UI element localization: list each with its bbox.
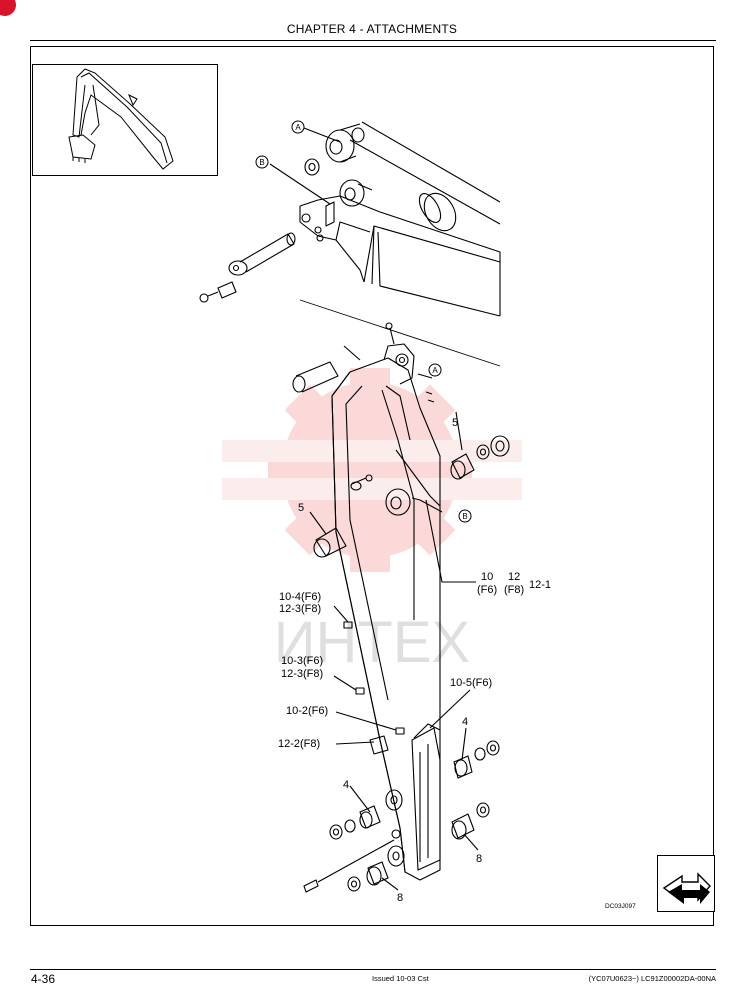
label-f6: (F6) [477, 584, 497, 596]
watermark-text: ИНТЕХ [274, 610, 470, 675]
label-8-bottom: 8 [397, 892, 403, 904]
watermark-gear [222, 368, 522, 572]
label-10: 10 [481, 571, 493, 583]
callout-a-top: A [295, 123, 301, 132]
callout-b-side: B [462, 512, 467, 521]
callout-b-top: B [259, 158, 264, 167]
label-10-4: 10-4(F6) [279, 591, 321, 603]
document-code: (YC07U0623~) LC91Z00002DA-00NA [588, 974, 716, 983]
label-12: 12 [508, 571, 520, 583]
callout-a-side: A [432, 366, 438, 375]
page-number: 4-36 [31, 972, 56, 986]
label-10-3: 10-3(F6) [281, 655, 323, 667]
label-4-left: 4 [343, 779, 349, 791]
drawing-id: DC03J097 [605, 903, 636, 910]
label-12-3a: 12-3(F8) [279, 603, 321, 615]
label-12-2: 12-2(F8) [278, 738, 320, 750]
label-f8: (F8) [504, 584, 524, 596]
label-10-2: 10-2(F6) [286, 705, 328, 717]
page-header: CHAPTER 4 - ATTACHMENTS [286, 22, 458, 36]
next-page-arrow-icon[interactable] [657, 855, 715, 912]
issued-date: Issued 10-03 Cst [372, 974, 429, 983]
label-10-5: 10-5(F6) [450, 677, 492, 689]
excavator-thumbnail [32, 64, 218, 176]
label-12-1: 12-1 [529, 579, 551, 591]
label-4-right: 4 [462, 716, 468, 728]
diagram-frame [30, 46, 714, 926]
label-12-3b: 12-3(F8) [281, 668, 323, 680]
label-8-right: 8 [476, 853, 482, 865]
footer-rule [30, 969, 716, 970]
header-rule [30, 40, 716, 41]
label-5-left: 5 [298, 502, 304, 514]
corner-marker [0, 0, 16, 16]
label-5-right: 5 [452, 417, 458, 429]
